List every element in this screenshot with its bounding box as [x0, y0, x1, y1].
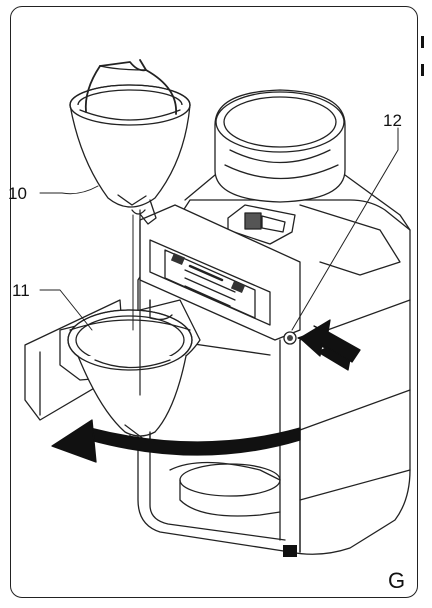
callout-label-10: 10	[8, 184, 27, 203]
figure-frame	[10, 6, 418, 598]
page-edge-mark	[421, 64, 424, 76]
page-edge-mark	[421, 36, 424, 48]
bean-hopper	[184, 89, 411, 276]
filter-cone-10	[69, 59, 191, 225]
control-panel	[139, 204, 301, 345]
selector-knob	[227, 204, 296, 245]
push-arrow-icon	[297, 319, 361, 371]
filter-drawer-11	[24, 299, 201, 449]
callout-11-leader	[39, 289, 93, 331]
callout-12-leader	[291, 127, 399, 331]
figure-letter: G	[388, 568, 406, 593]
callout-label-12: 12	[383, 111, 402, 130]
callout-10-leader	[39, 185, 99, 195]
callout-label-11: 11	[12, 281, 30, 300]
swing-arrow-icon	[51, 419, 301, 463]
